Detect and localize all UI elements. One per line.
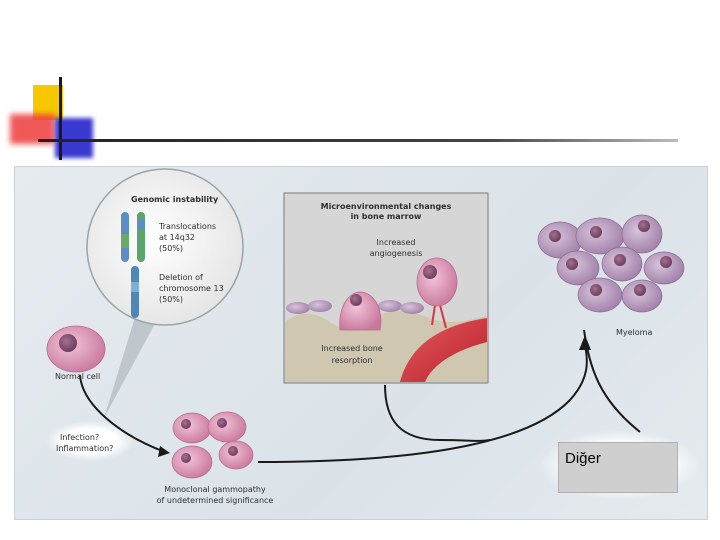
deletion-label-line2: chromosome 13 (159, 284, 224, 293)
osteoclast-cell (339, 291, 382, 331)
title-divider-line (38, 139, 678, 142)
normal-cell-label: Normal cell (55, 372, 101, 381)
infection-label-line2: Inflammation? (56, 444, 114, 453)
other-box (558, 442, 678, 493)
infection-halo (46, 421, 134, 461)
genomic-title: Genomic instability (131, 195, 219, 204)
sprouting-vessel (431, 304, 447, 329)
micro-title-line1: Microenvironmental changes (320, 202, 452, 211)
decor-vertical-line (59, 77, 62, 160)
other-label: Diğer (565, 450, 601, 467)
deletion-label-line1: Deletion of (159, 273, 203, 282)
translocation-label-line1: Translocations (159, 222, 217, 231)
normal-cell-nucleus (59, 334, 77, 352)
arrowhead-icon (158, 446, 170, 457)
arrowhead-icon (579, 335, 591, 350)
connector-other (583, 329, 641, 433)
mgus-label-line2: of undetermined significance (156, 496, 274, 505)
translocation-label-line2: at 14q32 (159, 233, 196, 242)
chromosome-icon (131, 266, 139, 318)
micro-title-line2: in bone marrow (350, 212, 422, 221)
myeloma-cells (537, 214, 685, 313)
myeloma-cell-inset (416, 257, 458, 307)
normal-cell (46, 325, 106, 373)
connector-microenvironment (384, 384, 491, 442)
chromosome-icon (121, 212, 145, 262)
deletion-label-line3: (50%) (159, 295, 184, 304)
blood-vessel (400, 318, 487, 382)
genomic-bubble (86, 168, 244, 326)
myeloma-label: Myeloma (616, 328, 653, 337)
mgus-label-line1: Monoclonal gammopathy (164, 485, 266, 494)
arrow-normal-to-mgus (79, 374, 166, 453)
infection-label-line1: Infection? (60, 433, 100, 442)
arrow-mgus-to-myeloma (257, 344, 588, 463)
translocation-label-line3: (50%) (159, 244, 184, 253)
angiogenesis-label-line2: angiogenesis (369, 249, 423, 258)
lining-cells (286, 300, 424, 314)
resorption-label-line1: Increased bone (321, 344, 383, 353)
osteoclast-nucleus (350, 294, 362, 306)
mgus-cells (171, 411, 254, 479)
resorption-label-line2: resorption (331, 356, 373, 365)
myeloma-nucleus-inset (423, 265, 437, 279)
angiogenesis-label-line1: Increased (376, 238, 416, 247)
